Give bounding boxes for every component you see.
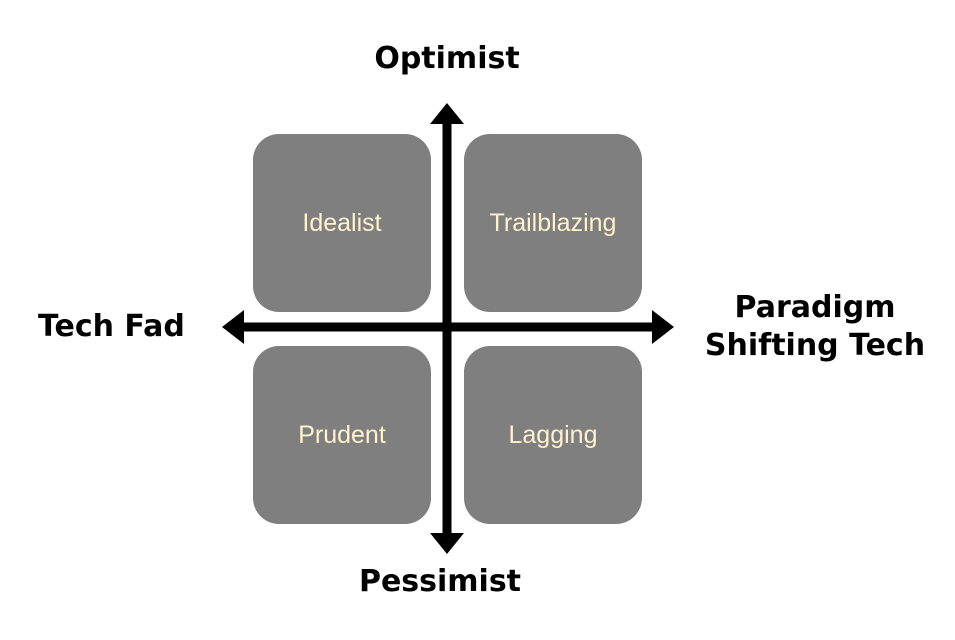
quadrant-idealist: Idealist: [253, 134, 431, 312]
quadrant-label: Idealist: [302, 208, 382, 237]
arrow-left-icon: [222, 310, 244, 344]
arrow-right-icon: [652, 310, 674, 344]
axis-label-top: Optimist: [374, 41, 520, 76]
quadrant-label: Prudent: [298, 420, 386, 449]
axis-label-left: Tech Fad: [38, 309, 185, 344]
quadrant-trailblazing: Trailblazing: [464, 134, 642, 312]
quadrant-label: Trailblazing: [489, 208, 617, 237]
quadrant-lagging: Lagging: [464, 346, 642, 524]
axis-label-bottom: Pessimist: [358, 564, 522, 599]
quadrant-label: Lagging: [508, 420, 598, 449]
axis-label-right-line1: Paradigm: [734, 290, 896, 325]
axis-label-right: Paradigm Shifting Tech: [690, 289, 940, 365]
quadrant-prudent: Prudent: [253, 346, 431, 524]
arrow-down-icon: [430, 533, 464, 554]
axis-label-right-line2: Shifting Tech: [704, 328, 926, 363]
arrow-up-icon: [430, 103, 464, 124]
